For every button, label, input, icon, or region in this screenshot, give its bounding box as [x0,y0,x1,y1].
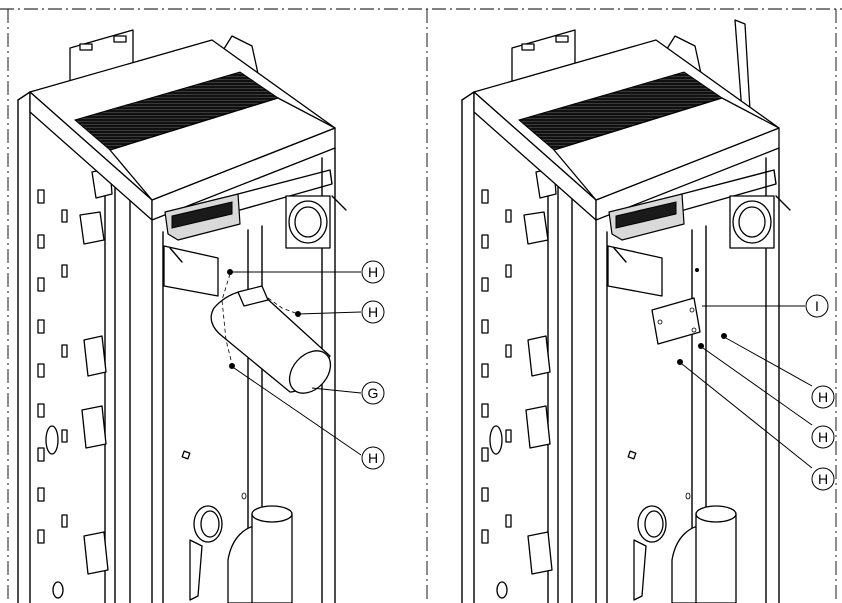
pipe-part-g [210,285,332,394]
cover-plate-part-i [651,297,701,345]
left-panel-drawing [17,29,347,603]
callout-g: G [361,381,385,405]
right-panel-drawing [461,19,791,603]
callout-h-lower: H [361,446,385,470]
callout-label: H [818,471,828,487]
callout-label: H [368,264,378,280]
right-leader-lines [681,305,813,469]
callout-h-middle: H [361,300,385,324]
panel-border-lines [0,8,842,603]
callout-label: H [818,389,828,405]
callout-h-upper: H [361,260,385,284]
callout-h-right-1: H [811,385,835,409]
callout-label: I [815,298,819,314]
callout-i: I [805,294,829,318]
callout-h-right-2: H [811,425,835,449]
left-leader-lines [230,271,362,456]
callout-label: G [368,385,379,401]
callout-label: H [368,450,378,466]
callout-label: H [368,304,378,320]
callout-h-right-3: H [811,467,835,491]
callout-label: H [818,429,828,445]
